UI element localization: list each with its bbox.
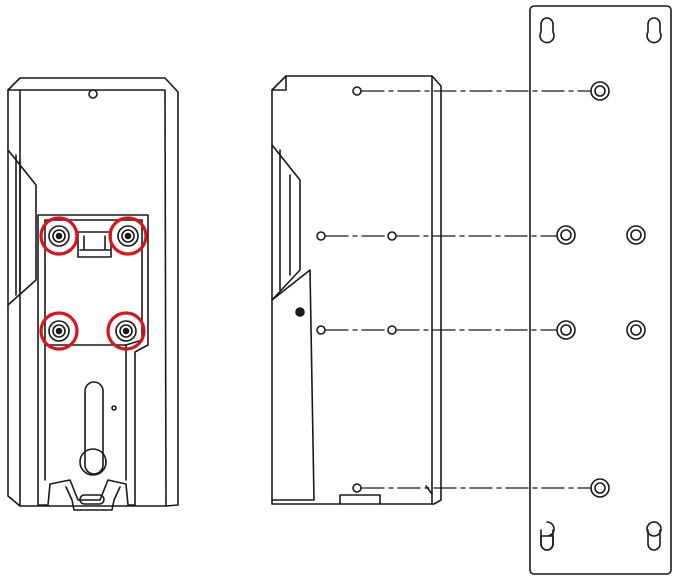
highlight-screw-bottom-left	[39, 311, 79, 351]
side-hole-mid-left	[316, 231, 326, 241]
side-front-bezel	[271, 144, 301, 301]
center-clip-detail	[79, 235, 111, 251]
side-hole-low-left	[316, 325, 326, 335]
small-pin	[111, 405, 117, 411]
rear-top-hole	[88, 89, 98, 99]
bottom-tab-slot	[79, 494, 105, 505]
side-hole-low-right	[387, 325, 397, 335]
side-button	[295, 307, 305, 317]
side-hole-mid-right	[387, 231, 397, 241]
rear-screw-top-right	[117, 225, 139, 247]
side-hole-bottom	[352, 483, 362, 493]
bracket-hole-mid-right	[626, 225, 646, 245]
rear-housing-outline	[7, 77, 179, 507]
device-rear-view	[7, 77, 179, 511]
slot-screw-head	[79, 448, 107, 476]
highlight-screw-top-left	[39, 216, 79, 256]
side-housing-inner-edge	[271, 75, 433, 505]
rear-screw-top-left	[48, 225, 70, 247]
mounting-plate	[37, 214, 149, 506]
keyhole-top-right	[646, 17, 662, 44]
bracket-hole-low-right	[626, 320, 646, 340]
rear-screw-bottom-right	[115, 320, 137, 342]
device-side-view	[271, 75, 442, 505]
side-hole-top	[352, 86, 362, 96]
bracket-hole-low-left	[556, 320, 576, 340]
rear-left-rail	[15, 154, 21, 296]
wall-bracket	[529, 5, 672, 575]
bracket-hole-top	[590, 81, 610, 101]
side-front-panel	[271, 269, 315, 501]
bracket-hole-bottom	[590, 478, 610, 498]
vertical-slot	[84, 381, 104, 475]
keyhole-bottom-right	[646, 521, 662, 551]
highlight-screw-bottom-right	[106, 311, 146, 351]
rear-left-chamfer	[7, 149, 37, 306]
center-clip	[77, 231, 112, 258]
side-housing-outline	[271, 75, 442, 505]
rear-screw-bottom-left	[48, 320, 70, 342]
keyhole-top-left	[539, 17, 555, 44]
side-bottom-tab	[339, 485, 433, 505]
alignment-lines	[325, 90, 591, 489]
highlight-screw-top-right	[108, 216, 148, 256]
bracket-plate	[529, 5, 672, 575]
bracket-hole-mid-left	[556, 225, 576, 245]
side-front-rail	[279, 149, 291, 291]
bottom-tab	[65, 486, 121, 511]
keyhole-bottom-left	[540, 521, 555, 551]
